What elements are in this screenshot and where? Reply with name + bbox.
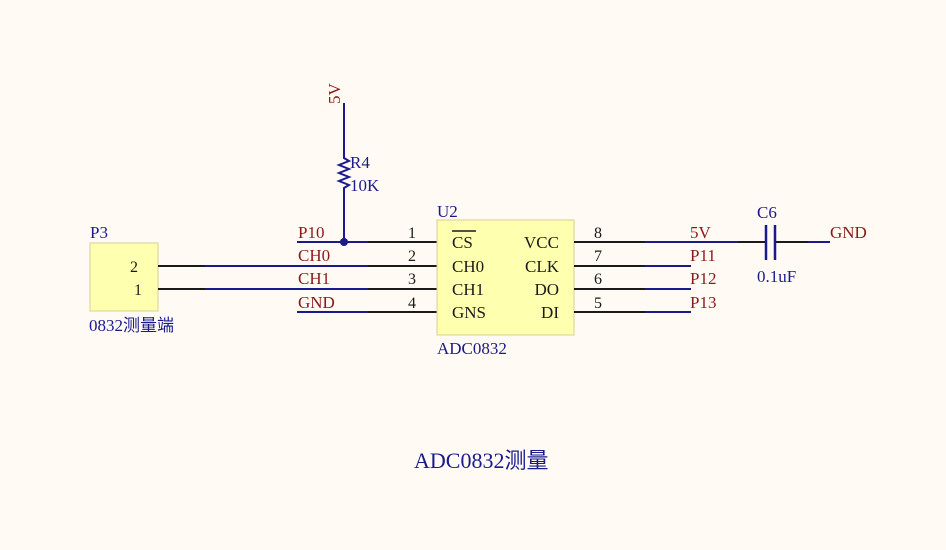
c6-designator: C6 bbox=[757, 203, 777, 222]
connector-p3-designator: P3 bbox=[90, 223, 108, 242]
net-label-gnd-right: GND bbox=[830, 223, 867, 242]
u2-pin-name-di: DI bbox=[541, 303, 559, 322]
u2-pin1-number: 1 bbox=[408, 225, 416, 242]
u2-pin-name-ch1: CH1 bbox=[452, 280, 484, 299]
u2-pin4-number: 4 bbox=[408, 295, 416, 312]
u2-pin7-number: 7 bbox=[594, 248, 602, 265]
net-label-ch1: CH1 bbox=[298, 269, 330, 288]
u2-body bbox=[436, 219, 575, 336]
c6-value: 0.1uF bbox=[757, 267, 796, 286]
resistor-r4-value: 10K bbox=[350, 176, 380, 195]
u2-pin-name-cs: CS bbox=[452, 233, 473, 252]
connector-p3-body bbox=[89, 242, 159, 312]
vcc-net-label: 5V bbox=[325, 83, 344, 105]
net-label-ch0: CH0 bbox=[298, 246, 330, 265]
u2-pin3-number: 3 bbox=[408, 271, 416, 288]
connector-p3-pin2-number: 2 bbox=[130, 259, 138, 276]
net-label-5v: 5V bbox=[690, 223, 712, 242]
u2-pin-name-do: DO bbox=[534, 280, 559, 299]
u2-pin-name-ch0: CH0 bbox=[452, 257, 484, 276]
resistor-r4-designator: R4 bbox=[350, 153, 370, 172]
u2-part-name: ADC0832 bbox=[437, 339, 507, 358]
u2-pin5-number: 5 bbox=[594, 295, 602, 312]
u2-pin2-number: 2 bbox=[408, 248, 416, 265]
net-label-p12: P12 bbox=[690, 269, 716, 288]
net-label-p13: P13 bbox=[690, 293, 716, 312]
connector-p3-pin1-number: 1 bbox=[134, 282, 142, 299]
net-label-p10: P10 bbox=[298, 223, 324, 242]
net-label-p11: P11 bbox=[690, 246, 716, 265]
connector-p3-comment: 0832测量端 bbox=[89, 316, 174, 335]
u2-pin6-number: 6 bbox=[594, 271, 602, 288]
u2-pin-name-vcc: VCC bbox=[524, 233, 559, 252]
u2-designator: U2 bbox=[437, 202, 458, 221]
u2-pin8-number: 8 bbox=[594, 225, 602, 242]
net-label-gnd-left: GND bbox=[298, 293, 335, 312]
schematic-title: ADC0832测量 bbox=[414, 448, 548, 473]
u2-pin-name-clk: CLK bbox=[525, 257, 560, 276]
resistor-r4-symbol bbox=[336, 155, 352, 192]
u2-pin-name-gns: GNS bbox=[452, 303, 486, 322]
